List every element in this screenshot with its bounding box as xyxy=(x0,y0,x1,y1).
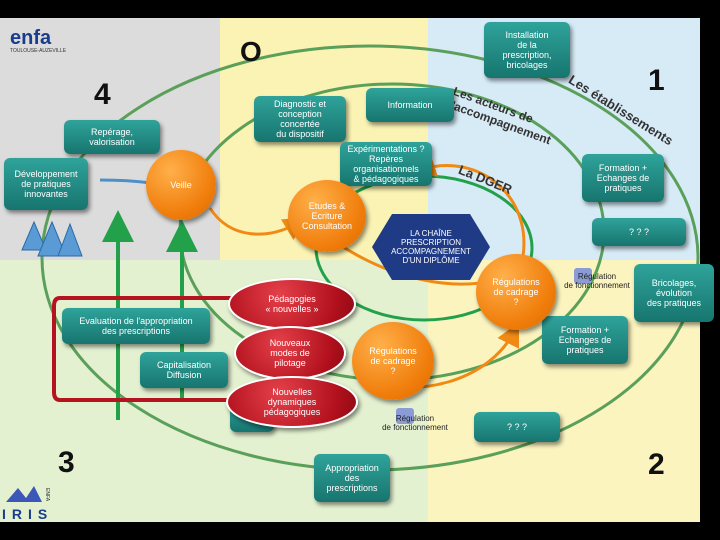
triangle-1 xyxy=(21,220,47,251)
iris-logo-subtitle: ENFA xyxy=(44,488,50,502)
quadrant-number-2: 2 xyxy=(648,448,665,481)
quadrant-number-4: 4 xyxy=(94,78,111,111)
formation-box-2: Formation + Echanges de pratiques xyxy=(542,316,628,364)
orange-arrow-veille xyxy=(208,207,308,241)
center-diamond: LA CHAÎNE PRESCRIPTION ACCOMPAGNEMENT D'… xyxy=(372,214,490,280)
etudes-circle: Etudes & Ecriture Consultation xyxy=(288,180,366,252)
formation-box-1: Formation + Echanges de pratiques xyxy=(582,154,664,202)
pedagogies-circle: Pédagogies « nouvelles » xyxy=(228,278,356,330)
enfa-logo-subtitle: TOULOUSE-AUZEVILLE xyxy=(10,48,67,54)
dynamiques-circle: Nouvelles dynamiques pédagogiques xyxy=(226,376,358,428)
evaluation-box: Evaluation de l'appropriation des prescr… xyxy=(62,308,210,344)
quadrant-number-3: 3 xyxy=(58,446,75,479)
puzzle-icon-1 xyxy=(574,268,592,284)
enfa-logo-text: enfa xyxy=(10,27,52,49)
regulation-fonctionnement-label-1: Régulation de fonctionnement xyxy=(564,272,630,290)
bricolages-box: Bricolages, évolution des pratiques xyxy=(634,264,714,322)
triangle-2 xyxy=(37,220,67,257)
puzzle-icon-2 xyxy=(396,408,414,424)
capitalisation-box: Capitalisation Diffusion xyxy=(140,352,228,388)
regulations-circle-2: Régulations de cadrage ? xyxy=(352,322,434,400)
developpement-box: Développement de pratiques innovantes xyxy=(4,158,88,210)
regulations-circle-1: Régulations de cadrage ? xyxy=(476,254,556,330)
diagnostic-box: Diagnostic et conception concertée du di… xyxy=(254,96,346,142)
center-label: LA CHAÎNE PRESCRIPTION ACCOMPAGNEMENT D'… xyxy=(391,229,471,265)
enfa-logo: enfa TOULOUSE-AUZEVILLE xyxy=(10,28,70,58)
experimentations-box: Expérimentations ? Repères organisationn… xyxy=(340,142,432,186)
quadrant-number-0: O xyxy=(240,36,262,67)
iris-logo-text: IRIS xyxy=(2,506,54,522)
unknown-box-2: ? ? ? xyxy=(474,412,560,442)
pilotage-circle: Nouveaux modes de pilotage xyxy=(234,326,346,380)
triangle-3 xyxy=(57,222,83,257)
installation-box: Installation de la prescription, bricola… xyxy=(484,22,570,78)
appropriation-box: Appropriation des prescriptions xyxy=(314,454,390,502)
iris-logo: IRIS ENFA xyxy=(0,484,64,524)
information-box: Information xyxy=(366,88,454,122)
unknown-box-1: ? ? ? xyxy=(592,218,686,246)
regulation-fonctionnement-label-2: Régulation de fonctionnement xyxy=(382,414,448,432)
veille-circle: Veille xyxy=(146,150,216,220)
quadrant-number-1: 1 xyxy=(648,64,665,97)
reperage-box: Repérage, valorisation xyxy=(64,120,160,154)
red-bracket xyxy=(52,296,240,402)
